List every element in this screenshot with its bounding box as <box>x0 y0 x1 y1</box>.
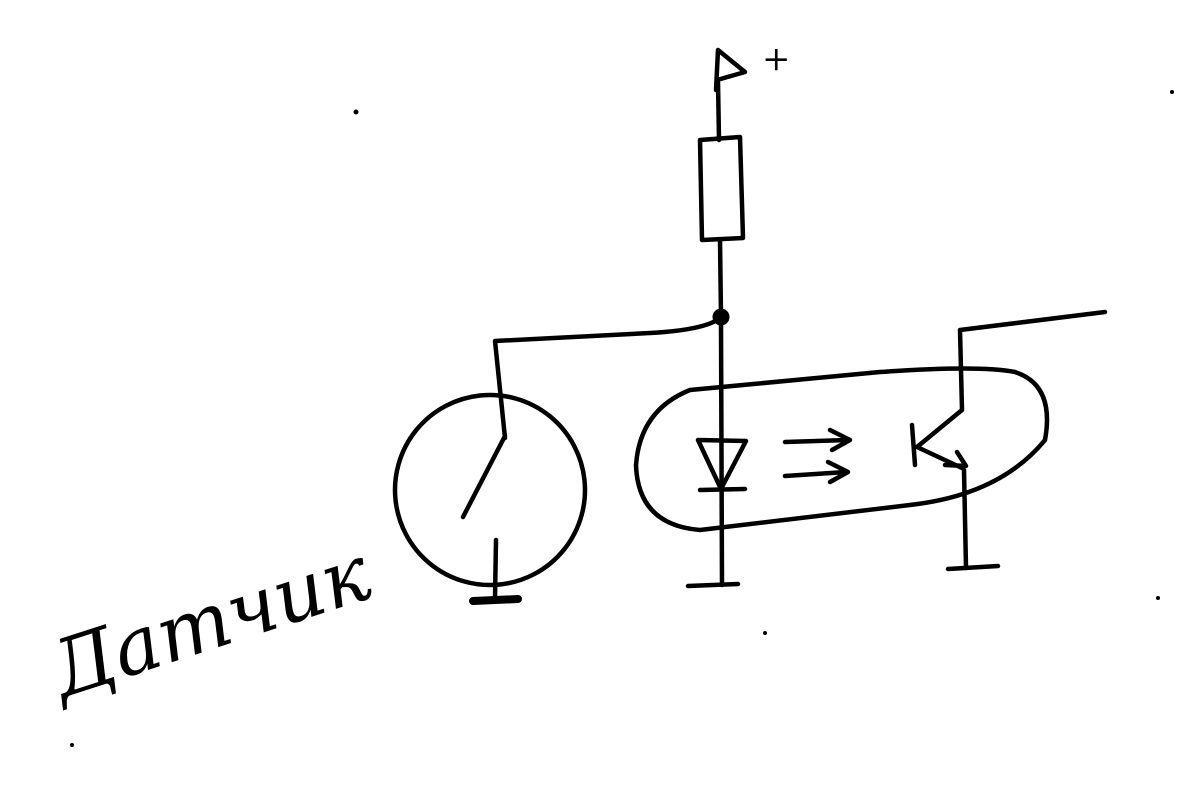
sensor-label: Датчик <box>37 529 381 717</box>
wire-transistor-ground <box>961 467 969 571</box>
supply-arrow-icon <box>713 47 748 93</box>
phototransistor <box>909 309 1108 572</box>
light-arrow-bottom-icon <box>782 459 851 485</box>
ground-transistor-icon <box>945 563 1001 572</box>
wire-sensor-ground <box>492 537 499 601</box>
optocoupler-outline-icon <box>633 366 1050 533</box>
light-arrows <box>782 427 853 485</box>
sensor-circle-icon <box>392 392 588 588</box>
transistor-base-icon <box>909 422 918 468</box>
resistor-icon <box>697 134 746 243</box>
speck <box>353 109 359 115</box>
speck <box>1170 90 1174 94</box>
supply-label: + <box>762 39 791 79</box>
ground-led-icon <box>685 581 741 589</box>
ground-sensor-icon <box>469 595 522 605</box>
led-cathode-bar-icon <box>697 486 748 493</box>
wire-junction-led-ground <box>718 321 725 588</box>
light-arrow-top-icon <box>782 427 853 453</box>
speck <box>70 743 74 747</box>
wire-junction-sensor <box>492 315 723 441</box>
supply-terminal: + <box>713 39 791 93</box>
switch-contact-icon <box>460 433 508 520</box>
speck <box>763 631 767 635</box>
wire-resistor-junction <box>717 237 724 319</box>
paper-specks <box>70 90 1174 747</box>
led <box>685 321 749 589</box>
wire-supply-resistor <box>715 79 722 143</box>
transistor-emitter-arrow-icon <box>942 449 969 469</box>
transistor-collector-wire <box>914 309 1108 450</box>
speck <box>1156 596 1160 600</box>
sensor <box>392 392 588 605</box>
led-diode-icon <box>695 437 749 492</box>
